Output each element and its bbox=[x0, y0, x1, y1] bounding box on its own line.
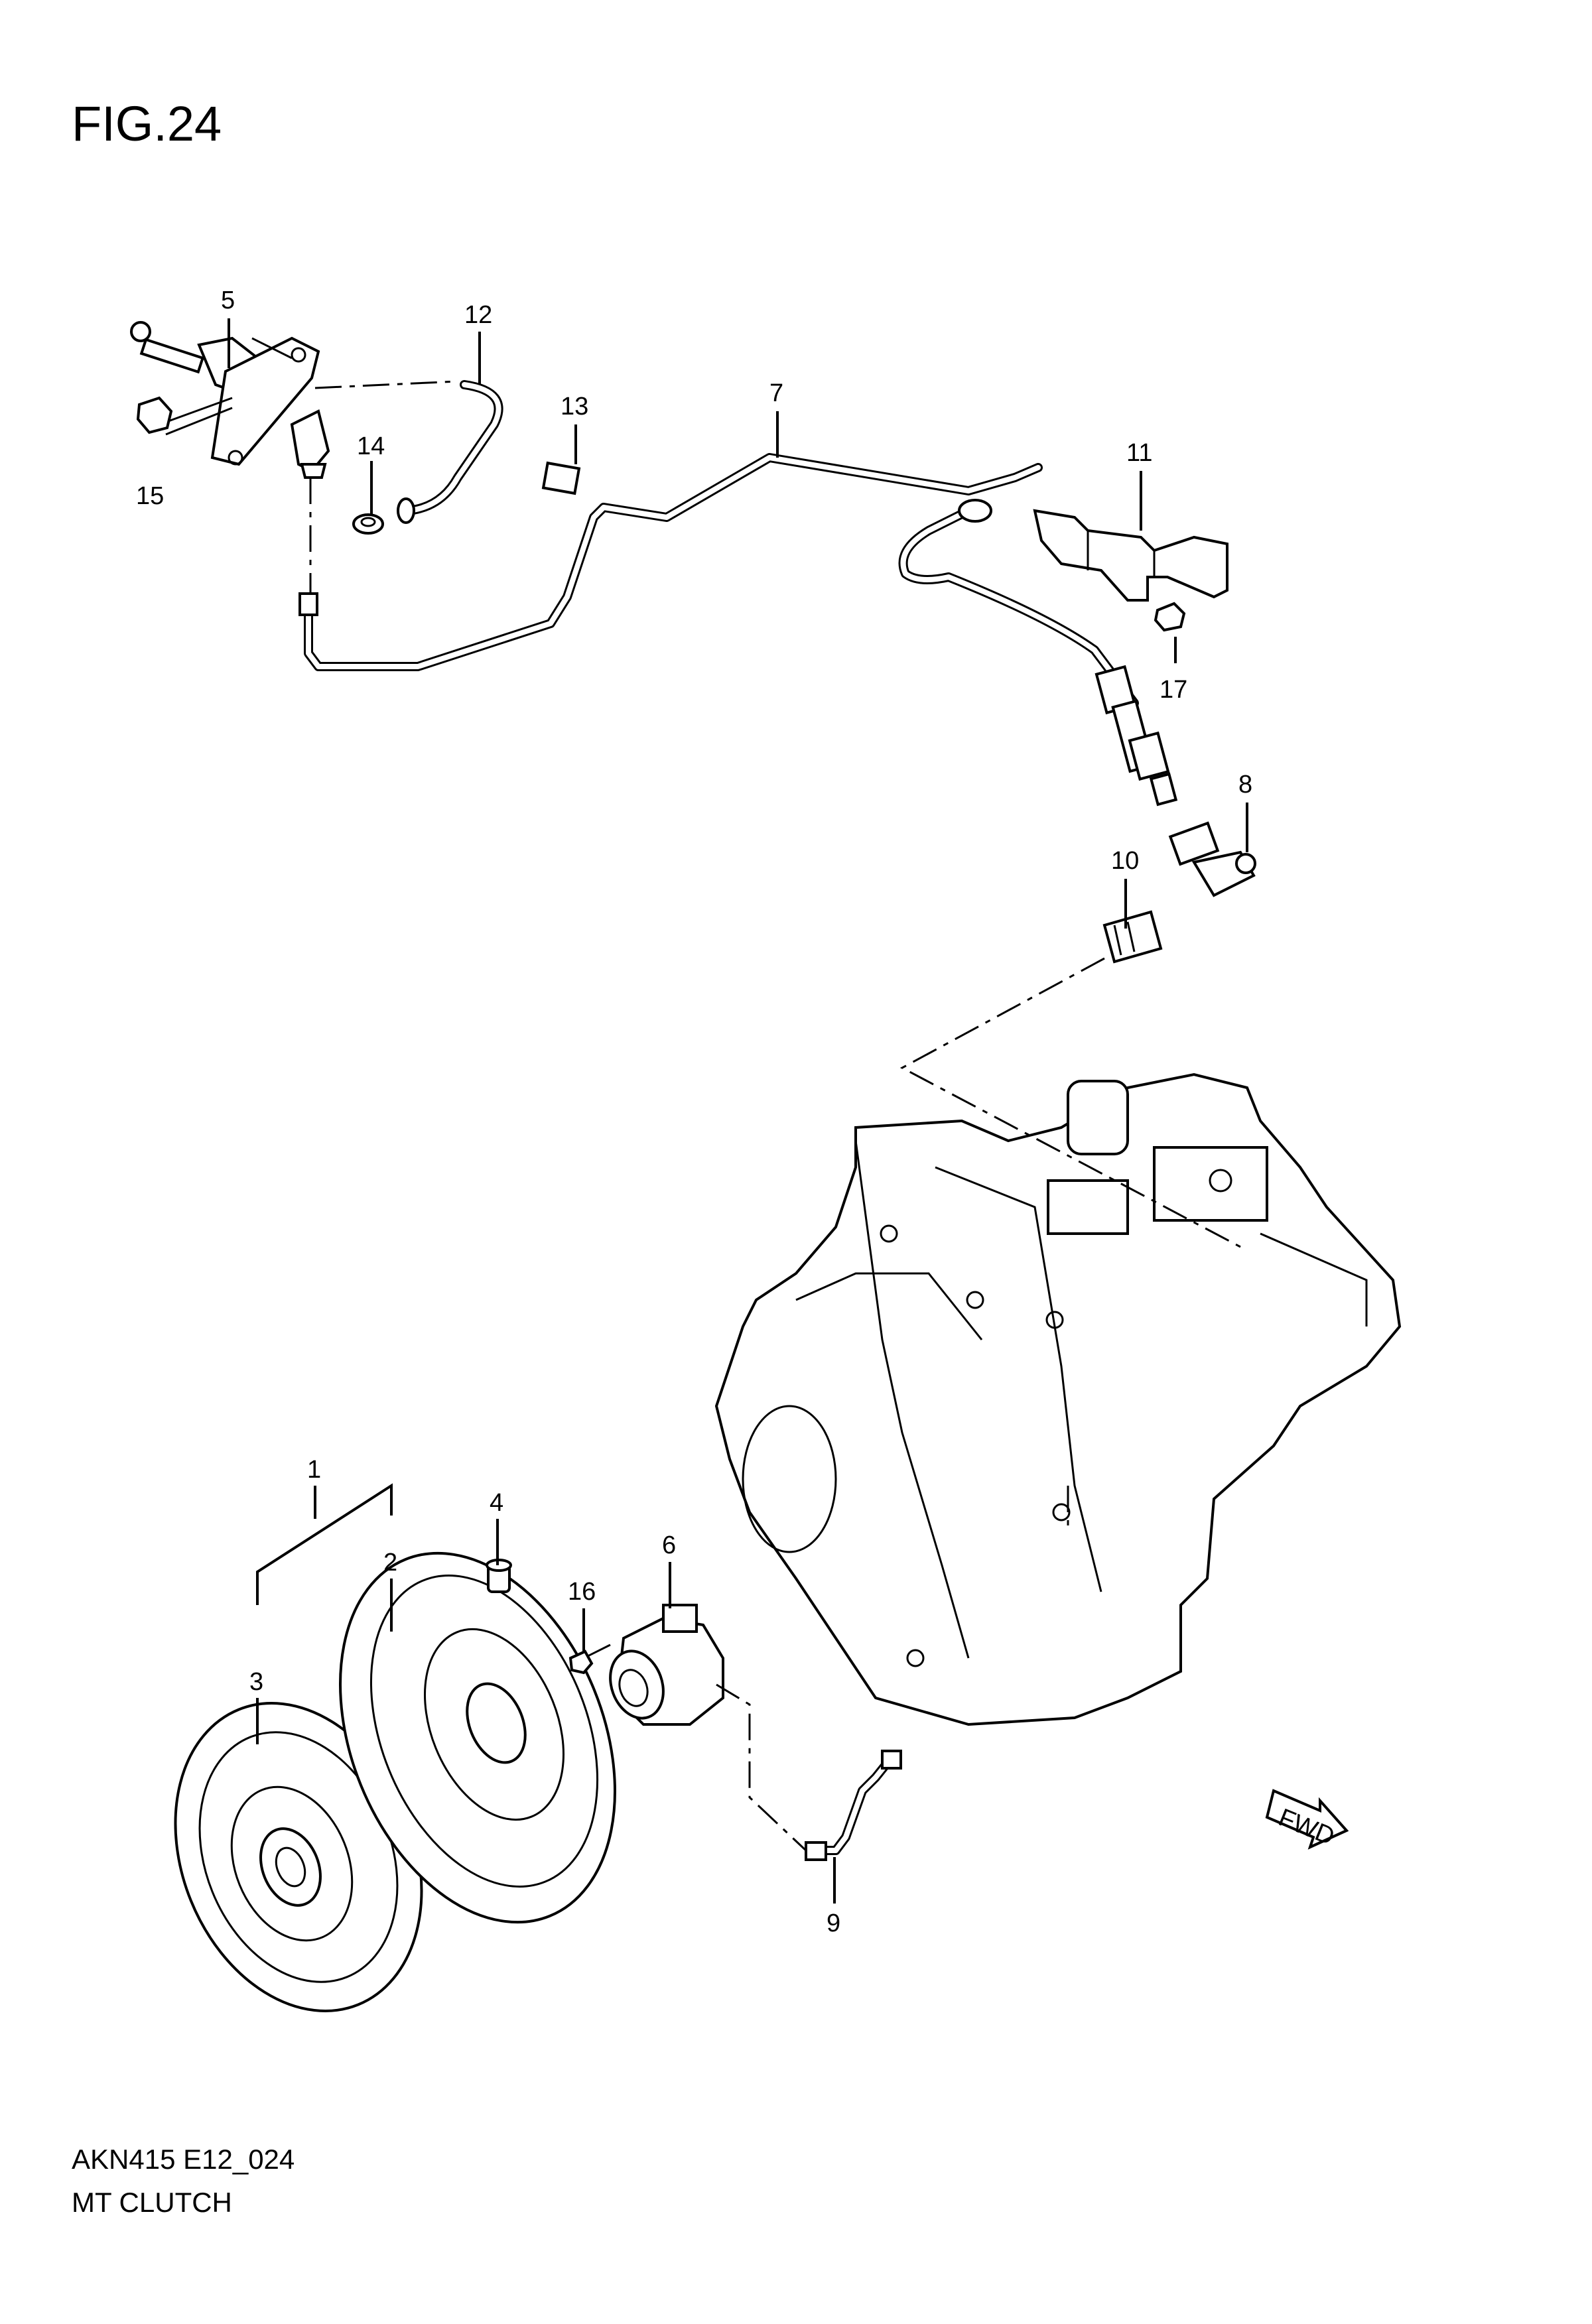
clip-part-10 bbox=[1102, 910, 1163, 964]
bolt-part-17 bbox=[1154, 602, 1186, 632]
callout-3: 3 bbox=[249, 1668, 263, 1696]
callout-4: 4 bbox=[490, 1489, 503, 1517]
callout-7: 7 bbox=[769, 379, 783, 407]
diagram-code: AKN415 E12_024 bbox=[72, 2144, 295, 2175]
fwd-arrow-icon: FWD bbox=[1265, 1789, 1349, 1851]
hose-part-12 bbox=[397, 380, 503, 524]
figure-title: FIG.24 bbox=[72, 96, 222, 151]
callout-15: 15 bbox=[136, 482, 164, 510]
leader-10-dash bbox=[899, 957, 1241, 1248]
callout-9: 9 bbox=[827, 1909, 840, 1937]
callout-11: 11 bbox=[1126, 439, 1152, 467]
nut-part-15 bbox=[136, 396, 173, 434]
callout-5: 5 bbox=[221, 287, 235, 314]
callout-17: 17 bbox=[1160, 676, 1187, 704]
callout-13: 13 bbox=[561, 393, 588, 420]
release-bearing-part-6 bbox=[609, 1604, 724, 1726]
callout-14: 14 bbox=[357, 432, 385, 460]
union-part-8 bbox=[1168, 821, 1256, 897]
transmission-case bbox=[714, 1072, 1402, 1726]
diagram-name: MT CLUTCH bbox=[72, 2187, 232, 2218]
bracket-part-11 bbox=[1033, 509, 1228, 602]
callout-2: 2 bbox=[383, 1549, 397, 1577]
master-cylinder-part bbox=[130, 321, 330, 479]
callout-6: 6 bbox=[662, 1531, 676, 1559]
callout-leaders bbox=[228, 318, 1248, 1904]
callout-8: 8 bbox=[1238, 771, 1252, 799]
callout-16: 16 bbox=[568, 1578, 596, 1606]
callout-1: 1 bbox=[307, 1456, 321, 1484]
leader-6-dash bbox=[716, 1683, 807, 1852]
pipe-part-7 bbox=[298, 453, 1043, 671]
flexible-hose bbox=[898, 499, 1178, 807]
clamp-part-14 bbox=[352, 513, 384, 535]
pipe-part-9 bbox=[805, 1750, 902, 1861]
callout-10: 10 bbox=[1111, 847, 1139, 875]
pressure-plate-part-2 bbox=[339, 1551, 616, 1924]
callout-12: 12 bbox=[464, 301, 492, 329]
bolt-part-16 bbox=[568, 1644, 611, 1675]
leader-12-dash bbox=[314, 380, 458, 389]
